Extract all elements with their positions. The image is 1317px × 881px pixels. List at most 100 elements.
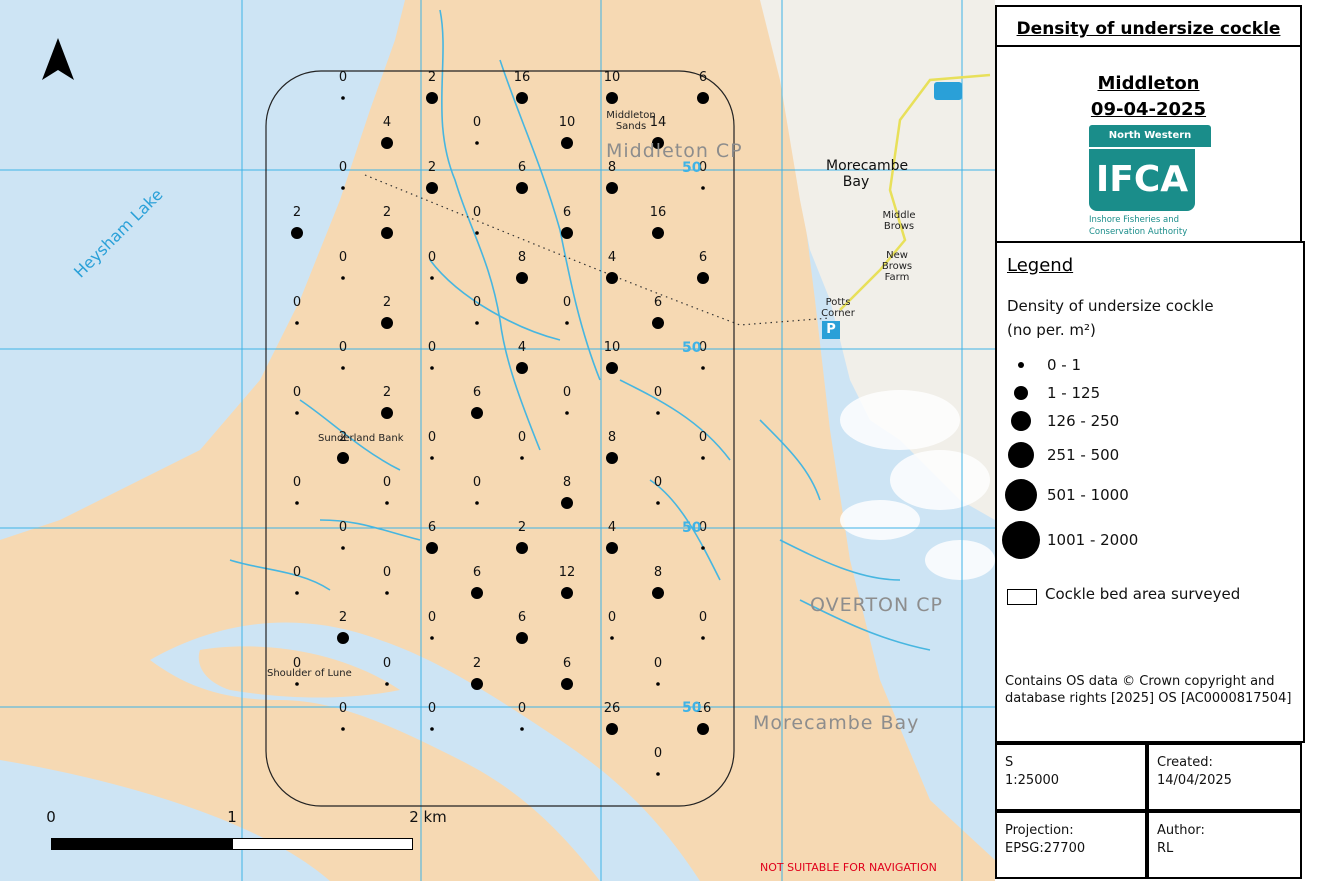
survey-point-19 (341, 276, 345, 280)
survey-point-count-7: 10 (558, 115, 576, 130)
survey-point-count-6: 0 (472, 115, 482, 130)
survey-point-31 (516, 362, 528, 374)
legend-class-label-5: 1001 - 2000 (1047, 531, 1139, 549)
scale-tick-0: 0 (46, 808, 56, 826)
survey-point-41 (520, 456, 524, 460)
survey-point-38 (656, 411, 660, 415)
scale-value: 1:25000 (1005, 773, 1060, 788)
survey-point-count-51: 2 (517, 520, 527, 535)
survey-point-count-46: 0 (472, 475, 482, 490)
survey-point-count-74: 0 (653, 746, 663, 761)
survey-point-count-65: 0 (382, 656, 392, 671)
survey-point-49 (341, 546, 345, 550)
legend-class-5: 1001 - 2000 (1002, 521, 1287, 568)
navigation-warning: NOT SUITABLE FOR NAVIGATION (760, 861, 937, 874)
survey-point-count-8: 14 (649, 115, 667, 130)
survey-point-count-1: 2 (427, 70, 437, 85)
grid-number-0: 50 (682, 160, 702, 176)
survey-point-2 (516, 92, 528, 104)
survey-point-62 (610, 636, 614, 640)
survey-point-36 (471, 407, 483, 419)
survey-point-count-40: 0 (427, 430, 437, 445)
survey-point-67 (561, 678, 573, 690)
survey-point-23 (697, 272, 709, 284)
survey-point-count-59: 2 (338, 610, 348, 625)
parking-icon: P (822, 321, 840, 339)
survey-point-count-67: 6 (562, 656, 572, 671)
survey-point-count-57: 12 (558, 565, 576, 580)
survey-point-count-4: 6 (698, 70, 708, 85)
survey-point-count-50: 6 (427, 520, 437, 535)
created-label: Created: (1157, 755, 1213, 770)
map-canvas (0, 0, 995, 881)
legend-class-dot-3 (1008, 442, 1034, 468)
survey-point-55 (385, 591, 389, 595)
legend-class-0: 0 - 1 (1007, 353, 1287, 393)
place-label-10: New Brows Farm (881, 250, 913, 283)
survey-point-count-16: 0 (472, 205, 482, 220)
grid-number-1: 50 (682, 340, 702, 356)
survey-point-21 (516, 272, 528, 284)
lower-water-band (0, 760, 330, 881)
survey-point-68 (656, 682, 660, 686)
survey-point-5 (381, 137, 393, 149)
survey-point-34 (295, 411, 299, 415)
survey-point-24 (295, 321, 299, 325)
survey-point-20 (430, 276, 434, 280)
survey-point-40 (430, 456, 434, 460)
surveyed-area-boundary (265, 70, 735, 807)
survey-point-37 (565, 411, 569, 415)
survey-point-66 (471, 678, 483, 690)
survey-point-64 (295, 682, 299, 686)
survey-point-count-60: 0 (427, 610, 437, 625)
survey-point-46 (475, 501, 479, 505)
place-label-5: Middleton Sands (606, 110, 656, 132)
survey-point-11 (516, 182, 528, 194)
created-value: 14/04/2025 (1157, 773, 1232, 788)
survey-point-count-72: 26 (603, 701, 621, 716)
survey-point-12 (606, 182, 618, 194)
survey-point-count-58: 8 (653, 565, 663, 580)
survey-point-count-5: 4 (382, 115, 392, 130)
survey-point-10 (426, 182, 438, 194)
place-label-2: Morecambe Bay (753, 712, 920, 734)
survey-point-28 (652, 317, 664, 329)
place-label-6: Sunderland Bank (318, 433, 404, 444)
legend-class-2: 126 - 250 (1007, 409, 1287, 449)
survey-point-71 (520, 727, 524, 731)
survey-point-22 (606, 272, 618, 284)
shoulder-sand (198, 646, 400, 698)
survey-point-count-28: 6 (653, 295, 663, 310)
projection-info-box: Projection: EPSG:27700 (995, 811, 1147, 879)
copyright-notice: Contains OS data © Crown copyright and d… (1005, 674, 1292, 706)
survey-point-count-12: 8 (607, 160, 617, 175)
survey-point-count-13: 0 (698, 160, 708, 175)
survey-point-count-56: 6 (472, 565, 482, 580)
survey-point-count-30: 0 (427, 340, 437, 355)
legend-area-label: Cockle bed area surveyed (1045, 585, 1241, 603)
author-value: RL (1157, 841, 1174, 856)
survey-point-26 (475, 321, 479, 325)
survey-point-count-10: 2 (427, 160, 437, 175)
survey-point-54 (295, 591, 299, 595)
survey-point-63 (701, 636, 705, 640)
survey-date: 09-04-2025 (1090, 99, 1207, 120)
north-arrow-icon (42, 38, 74, 80)
survey-point-count-48: 0 (653, 475, 663, 490)
legend-class-label-3: 251 - 500 (1047, 446, 1120, 464)
place-label-8: Potts Corner (821, 297, 855, 319)
survey-point-count-68: 0 (653, 656, 663, 671)
survey-point-count-34: 0 (292, 385, 302, 400)
survey-point-29 (341, 366, 345, 370)
caravan-icon (934, 82, 962, 100)
survey-point-73 (697, 723, 709, 735)
survey-point-count-17: 6 (562, 205, 572, 220)
survey-point-count-36: 6 (472, 385, 482, 400)
tidal-creeks (229, 9, 931, 651)
survey-point-count-20: 0 (427, 250, 437, 265)
legend-title-line2: (no per. m²) (1007, 321, 1096, 339)
surveyed-area-swatch (1007, 589, 1037, 605)
survey-point-count-55: 0 (382, 565, 392, 580)
survey-point-13 (701, 186, 705, 190)
